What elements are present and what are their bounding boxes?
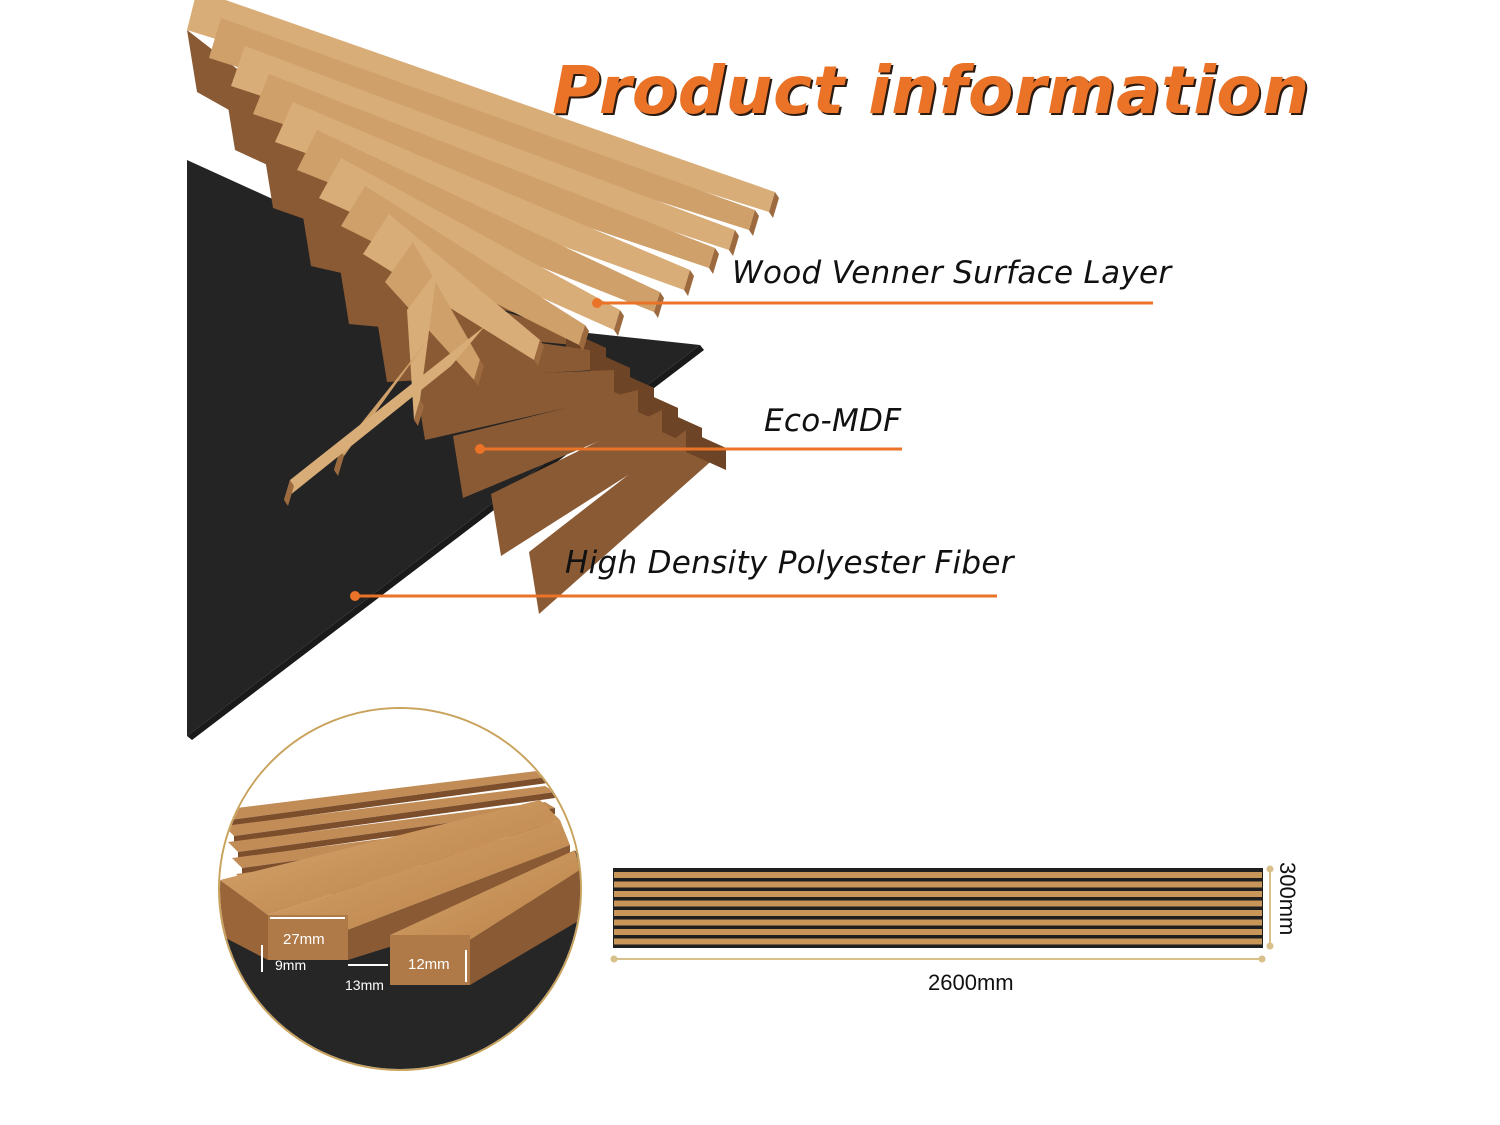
mdf-slat: [453, 390, 678, 498]
page-title: Product information: [552, 52, 1310, 129]
detail-magnifier: 27mm 9mm 13mm 12mm: [218, 707, 582, 1071]
veneer-slat: [297, 130, 660, 312]
veneer-slat: [319, 158, 620, 330]
veneer-slat-edge: [654, 292, 664, 318]
flat-panel-slat: [614, 910, 1262, 916]
callout-backing-leader: [350, 591, 997, 601]
veneer-slat-edge: [534, 340, 544, 366]
callout-surface-leader: [592, 298, 1153, 308]
detail-slat: [220, 770, 555, 820]
mdf-slat: [529, 430, 726, 614]
backing-layer-label: High Density Polyester Fiber: [565, 545, 1014, 581]
flat-panel-slat: [614, 938, 1262, 945]
flat-panel-diagram: 2600mm 300mm: [610, 862, 1300, 995]
veneer-slat-edge: [284, 480, 294, 506]
panel-width-label: 300mm: [1275, 862, 1300, 935]
veneer-slat-edge: [729, 230, 739, 256]
veneer-slat: [209, 18, 755, 230]
detail-slat: [228, 802, 555, 852]
veneer-slat-edge: [749, 210, 759, 236]
veneer-slat-edge: [334, 450, 344, 476]
flat-panel-slat: [614, 919, 1262, 926]
flat-panel-slat: [614, 891, 1262, 897]
felt-thickness-label: 9mm: [275, 957, 306, 973]
veneer-slat: [231, 46, 735, 250]
veneer-slat: [253, 74, 715, 268]
veneer-slat-edge: [684, 270, 694, 296]
gap-label: 13mm: [345, 977, 384, 993]
flat-panel-slat: [614, 929, 1262, 935]
veneer-slat-edge: [414, 400, 424, 426]
detail-slat-side: [230, 776, 555, 826]
callout-core-leader: [475, 444, 902, 454]
veneer-slat-edge: [474, 360, 484, 386]
veneer-slat-edge: [579, 325, 589, 351]
veneer-slat: [284, 326, 485, 500]
mdf-slat: [491, 410, 702, 556]
detail-slat: [224, 786, 555, 836]
flat-panel-slat: [614, 872, 1262, 878]
surface-layer-label: Wood Venner Surface Layer: [732, 255, 1172, 291]
veneer-slat: [385, 242, 480, 380]
veneer-slat-edge: [614, 310, 624, 336]
veneer-slat: [275, 102, 690, 290]
veneer-slat: [187, 0, 775, 212]
mdf-slat: [415, 370, 654, 440]
core-layer-label: Eco-MDF: [764, 403, 902, 439]
panel-length-label: 2600mm: [928, 970, 1014, 995]
flat-panel-slat: [614, 881, 1262, 888]
slat-width-label: 27mm: [283, 931, 325, 948]
veneer-slat-layer: [187, 0, 779, 506]
veneer-slat-edge: [769, 192, 779, 218]
slat-height-label: 12mm: [408, 956, 450, 973]
detail-slat-side: [234, 792, 555, 842]
flat-panel-slat: [614, 900, 1262, 907]
veneer-slat-edge: [709, 248, 719, 274]
